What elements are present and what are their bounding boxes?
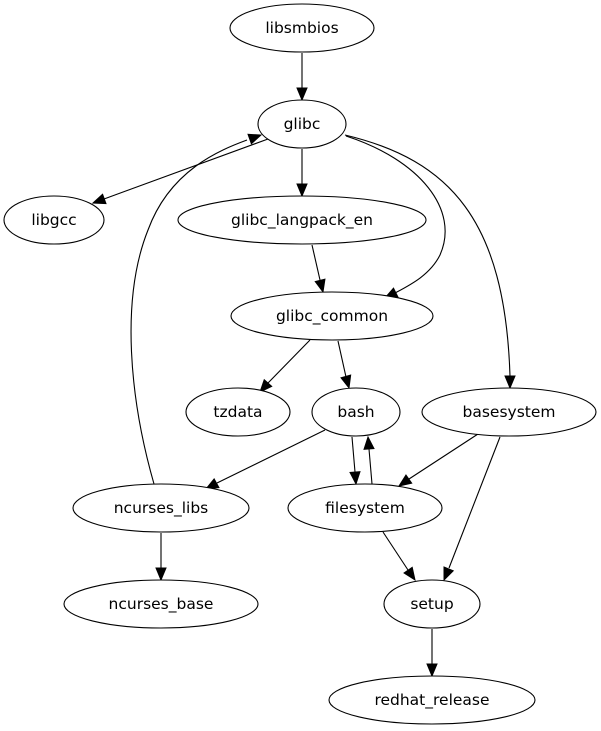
edge-ncurses_libs-to-glibc	[130, 133, 263, 485]
node-ellipse	[383, 579, 481, 629]
edge-ncurses_libs-to-ncurses_base	[155, 533, 167, 582]
node-ncurses-base: ncurses_base	[63, 579, 259, 629]
edge-line	[103, 138, 269, 200]
node-basesystem: basesystem	[421, 387, 597, 437]
node-label: glibc	[284, 115, 321, 133]
node-glibc: glibc	[257, 99, 347, 149]
node-label: filesystem	[325, 499, 405, 517]
node-label: ncurses_libs	[114, 499, 209, 518]
arrowhead-icon	[363, 435, 375, 450]
edge-line	[351, 436, 356, 473]
edge-line	[216, 429, 326, 484]
node-libgcc: libgcc	[3, 195, 105, 245]
node-label: bash	[337, 403, 374, 421]
edge-line	[267, 339, 311, 384]
arrowhead-icon	[314, 278, 326, 294]
node-ellipse	[72, 483, 250, 533]
arrowhead-icon	[296, 87, 308, 102]
node-ellipse	[3, 195, 105, 245]
node-ellipse	[230, 291, 434, 341]
arrowhead-icon	[155, 567, 167, 582]
arrowhead-icon	[443, 566, 455, 582]
arrowhead-icon	[259, 378, 273, 393]
edge-filesystem-to-setup	[382, 531, 416, 582]
node-ellipse	[311, 387, 401, 437]
arrowhead-icon	[340, 374, 352, 390]
edge-line	[382, 531, 409, 571]
edge-bash-to-filesystem	[349, 436, 361, 486]
edge-line	[408, 433, 479, 480]
node-ellipse	[63, 579, 259, 629]
edge-glibc-to-libgcc	[91, 138, 269, 205]
edge-line	[368, 448, 373, 485]
edge-glibc-to-basesystem	[344, 134, 516, 390]
arrowhead-icon	[247, 133, 263, 145]
edge-glibc-to-glibc_langpack_en	[296, 149, 308, 198]
node-tzdata: tzdata	[185, 387, 291, 437]
node-label: glibc_common	[276, 307, 388, 326]
node-label: setup	[410, 595, 453, 613]
node-label: redhat_release	[374, 691, 489, 710]
edge-setup-to-redhat_release	[426, 629, 438, 678]
arrowhead-icon	[296, 183, 308, 198]
node-redhat-release: redhat_release	[328, 675, 536, 725]
edge-glibc_common-to-tzdata	[259, 339, 311, 393]
node-ellipse	[177, 195, 427, 245]
arrowhead-icon	[426, 663, 438, 678]
node-bash: bash	[311, 387, 401, 437]
edge-basesystem-to-setup	[443, 436, 501, 582]
edge-libsmbios-to-glibc	[296, 53, 308, 102]
arrowhead-icon	[397, 474, 413, 487]
node-label: libgcc	[31, 211, 76, 229]
node-label: basesystem	[463, 403, 556, 421]
edge-filesystem-to-bash	[363, 435, 375, 485]
arrowhead-icon	[403, 566, 416, 582]
node-filesystem: filesystem	[287, 483, 443, 533]
edge-glibc_common-to-bash	[337, 340, 352, 390]
node-label: glibc_langpack_en	[231, 211, 373, 230]
node-glibc-common: glibc_common	[230, 291, 434, 341]
arrowhead-icon	[349, 471, 361, 486]
edge-line	[344, 134, 511, 377]
node-ellipse	[421, 387, 597, 437]
node-label: libsmbios	[265, 19, 338, 37]
node-ellipse	[287, 483, 443, 533]
node-ellipse	[257, 99, 347, 149]
edge-glibc_langpack_en-to-glibc_common	[311, 244, 326, 294]
node-label: ncurses_base	[109, 595, 214, 614]
edge-line	[448, 436, 501, 569]
edge-line	[130, 139, 248, 485]
node-label: tzdata	[213, 403, 262, 421]
node-libsmbios: libsmbios	[229, 3, 375, 53]
edge-bash-to-ncurses_libs	[204, 429, 326, 490]
arrowhead-icon	[504, 375, 516, 390]
node-ellipse	[328, 675, 536, 725]
node-setup: setup	[383, 579, 481, 629]
edge-basesystem-to-filesystem	[397, 433, 479, 487]
node-glibc-langpack-en: glibc_langpack_en	[177, 195, 427, 245]
edge-line	[311, 244, 321, 281]
edge-line	[345, 135, 446, 294]
arrowhead-icon	[91, 193, 107, 205]
node-ellipse	[229, 3, 375, 53]
node-ncurses-libs: ncurses_libs	[72, 483, 250, 533]
node-ellipse	[185, 387, 291, 437]
edge-line	[337, 340, 347, 378]
